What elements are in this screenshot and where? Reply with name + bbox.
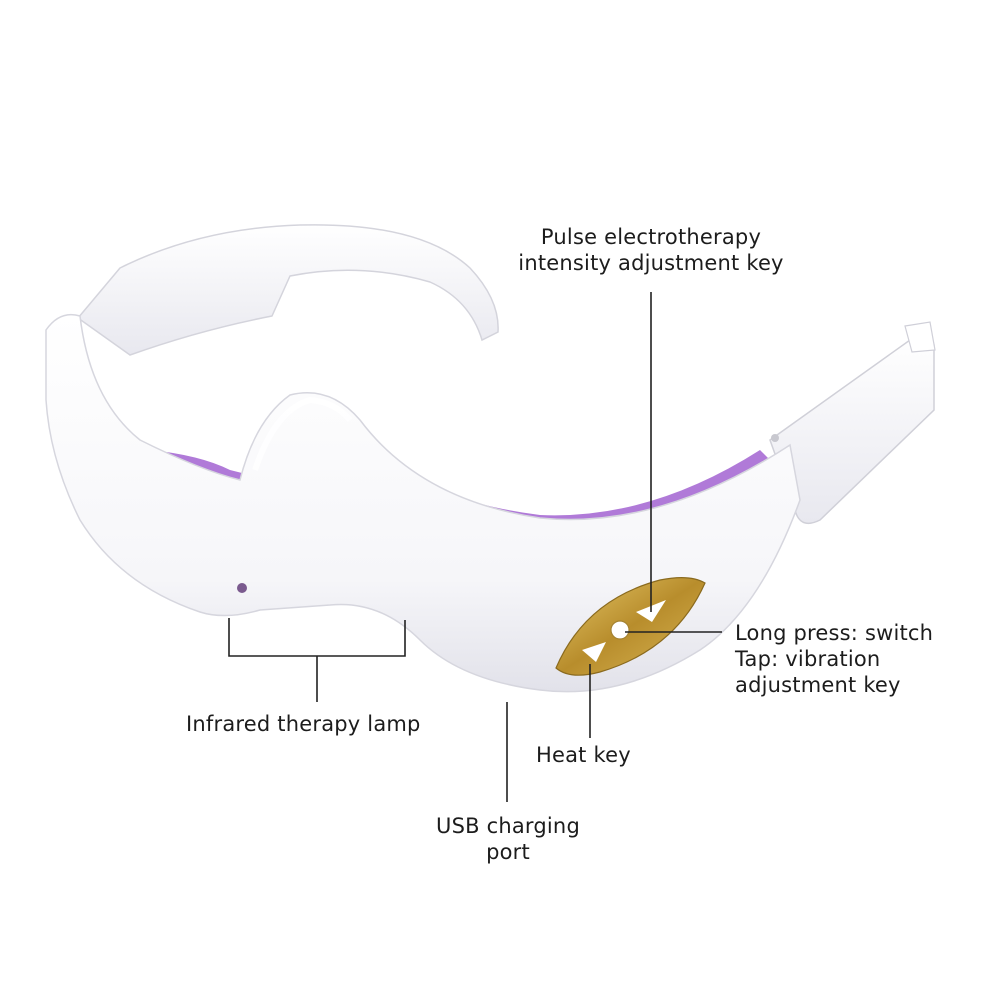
back-strap: [76, 224, 499, 356]
switch-key-label: Long press: switch Tap: vibration adjust…: [735, 621, 934, 697]
leader-lines: [228, 292, 722, 802]
infrared-lamp-bracket: [228, 618, 406, 657]
pulse-key-label: Pulse electrotherapy intensity adjustmen…: [518, 225, 784, 275]
switch-key-icon[interactable]: [610, 620, 630, 640]
front-shell: [45, 313, 801, 693]
heat-key-icon[interactable]: [582, 642, 606, 662]
infrared-lamp-label: Infrared therapy lamp: [186, 712, 421, 736]
heat-key-label: Heat key: [536, 743, 631, 767]
usb-port-label: USB charging port: [436, 814, 580, 864]
right-arm: [769, 321, 936, 525]
